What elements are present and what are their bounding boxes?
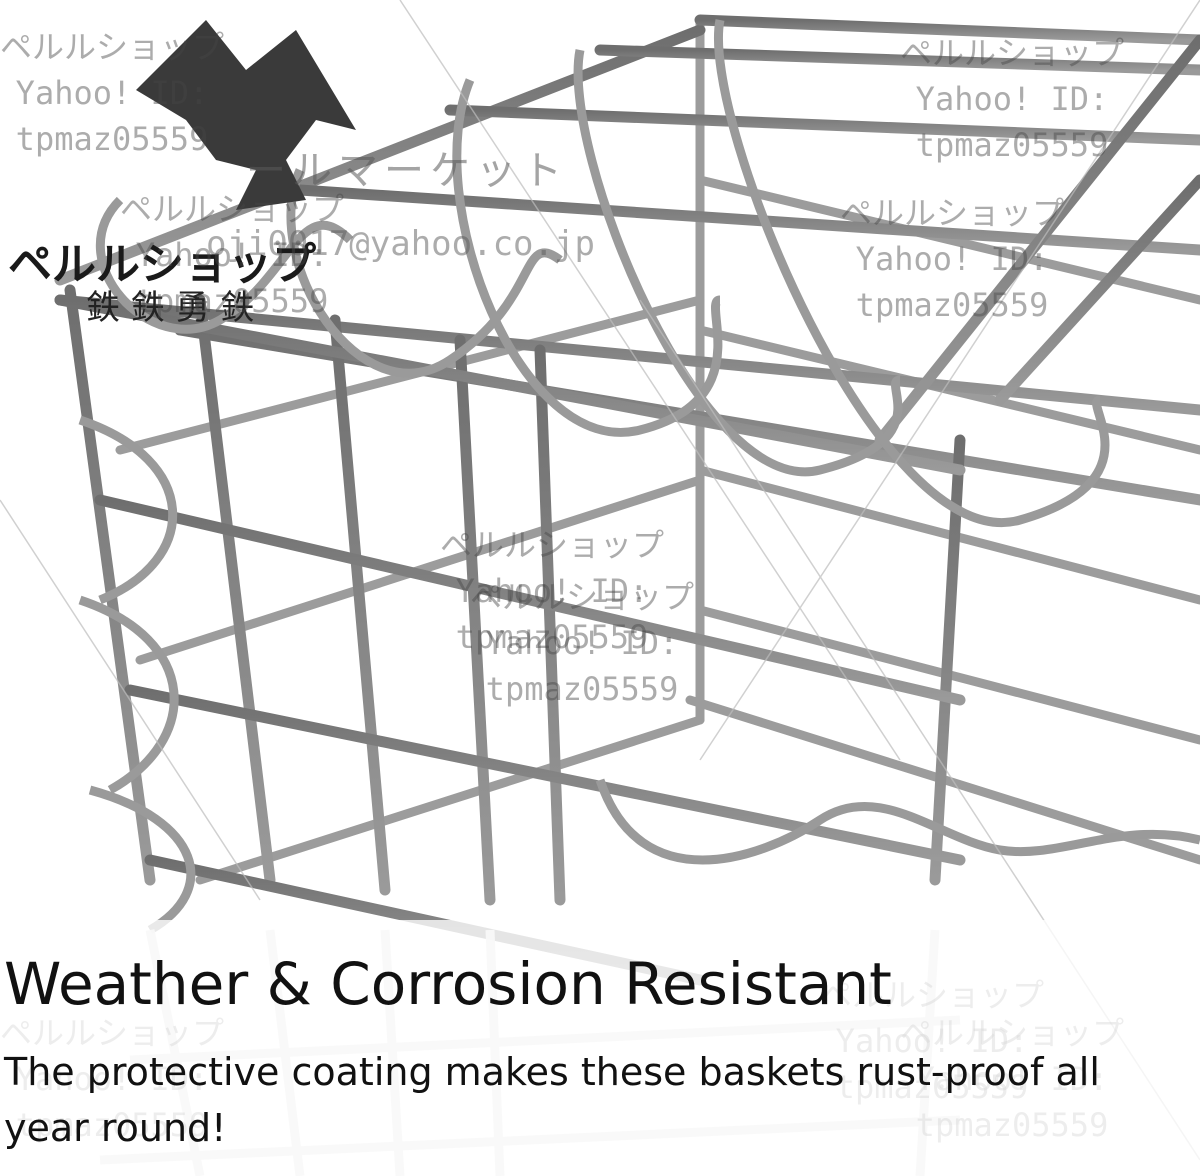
watermark-id: tpmaz05559: [915, 126, 1109, 164]
watermark-center-offset: ペルルショップ Yahoo! ID: tpmaz05559: [470, 574, 694, 712]
watermark-upper-mid: ペルルショップ Yahoo! ID: tpmaz05559: [120, 186, 344, 324]
logo-market-text: ールマーケット: [246, 148, 568, 194]
watermark-shop: ペルルショップ: [0, 28, 225, 66]
logo-email-text: oji0017@yahoo.co.jp: [206, 224, 595, 264]
watermark-yahoo: Yahoo! ID:: [455, 572, 649, 610]
watermark-yahoo: Yahoo! ID:: [915, 80, 1109, 118]
spiral-coils: [78, 19, 1200, 934]
watermark-id: tpmaz05559: [135, 282, 329, 320]
caption-headline: Weather & Corrosion Resistant: [4, 950, 892, 1018]
watermark-yahoo: Yahoo! ID:: [485, 624, 679, 662]
watermark-shop: ペルルショップ: [470, 578, 695, 616]
watermark-shop: ペルルショップ: [900, 34, 1125, 72]
watermark-shop: ペルルショップ: [120, 190, 345, 228]
bird-logo-icon: [136, 20, 356, 210]
watermark-yahoo: Yahoo! ID:: [15, 74, 209, 112]
watermark-shop: ペルルショップ: [440, 526, 665, 564]
watermark-upper-right: ペルルショップ Yahoo! ID: tpmaz05559: [840, 190, 1064, 328]
watermark-top-right: ペルルショップ Yahoo! ID: tpmaz05559: [900, 30, 1124, 168]
watermark-center: ペルルショップ Yahoo! ID: tpmaz05559: [440, 522, 664, 660]
watermark-yahoo: Yahoo! ID:: [855, 240, 1049, 278]
logo-kanji-text: 鉄 鉄 勇 鉄: [86, 288, 255, 328]
watermark-id: tpmaz05559: [855, 286, 1049, 324]
watermark-id: tpmaz05559: [485, 670, 679, 708]
watermark-id: tpmaz05559: [455, 618, 649, 656]
watermark-shop: ペルルショップ: [840, 194, 1065, 232]
caption-panel: [0, 920, 1200, 1176]
logo-shop-name: ペルルショップ: [8, 239, 316, 290]
caption-body: The protective coating makes these baske…: [4, 1050, 1100, 1150]
watermark-id: tpmaz05559: [15, 120, 209, 158]
shop-logo: ールマーケット oji0017@yahoo.co.jp ペルルショップ 鉄 鉄 …: [6, 10, 595, 328]
watermark-top-left: ペルルショップ Yahoo! ID: tpmaz05559: [0, 24, 224, 162]
watermark-yahoo: Yahoo! ID:: [135, 236, 329, 274]
